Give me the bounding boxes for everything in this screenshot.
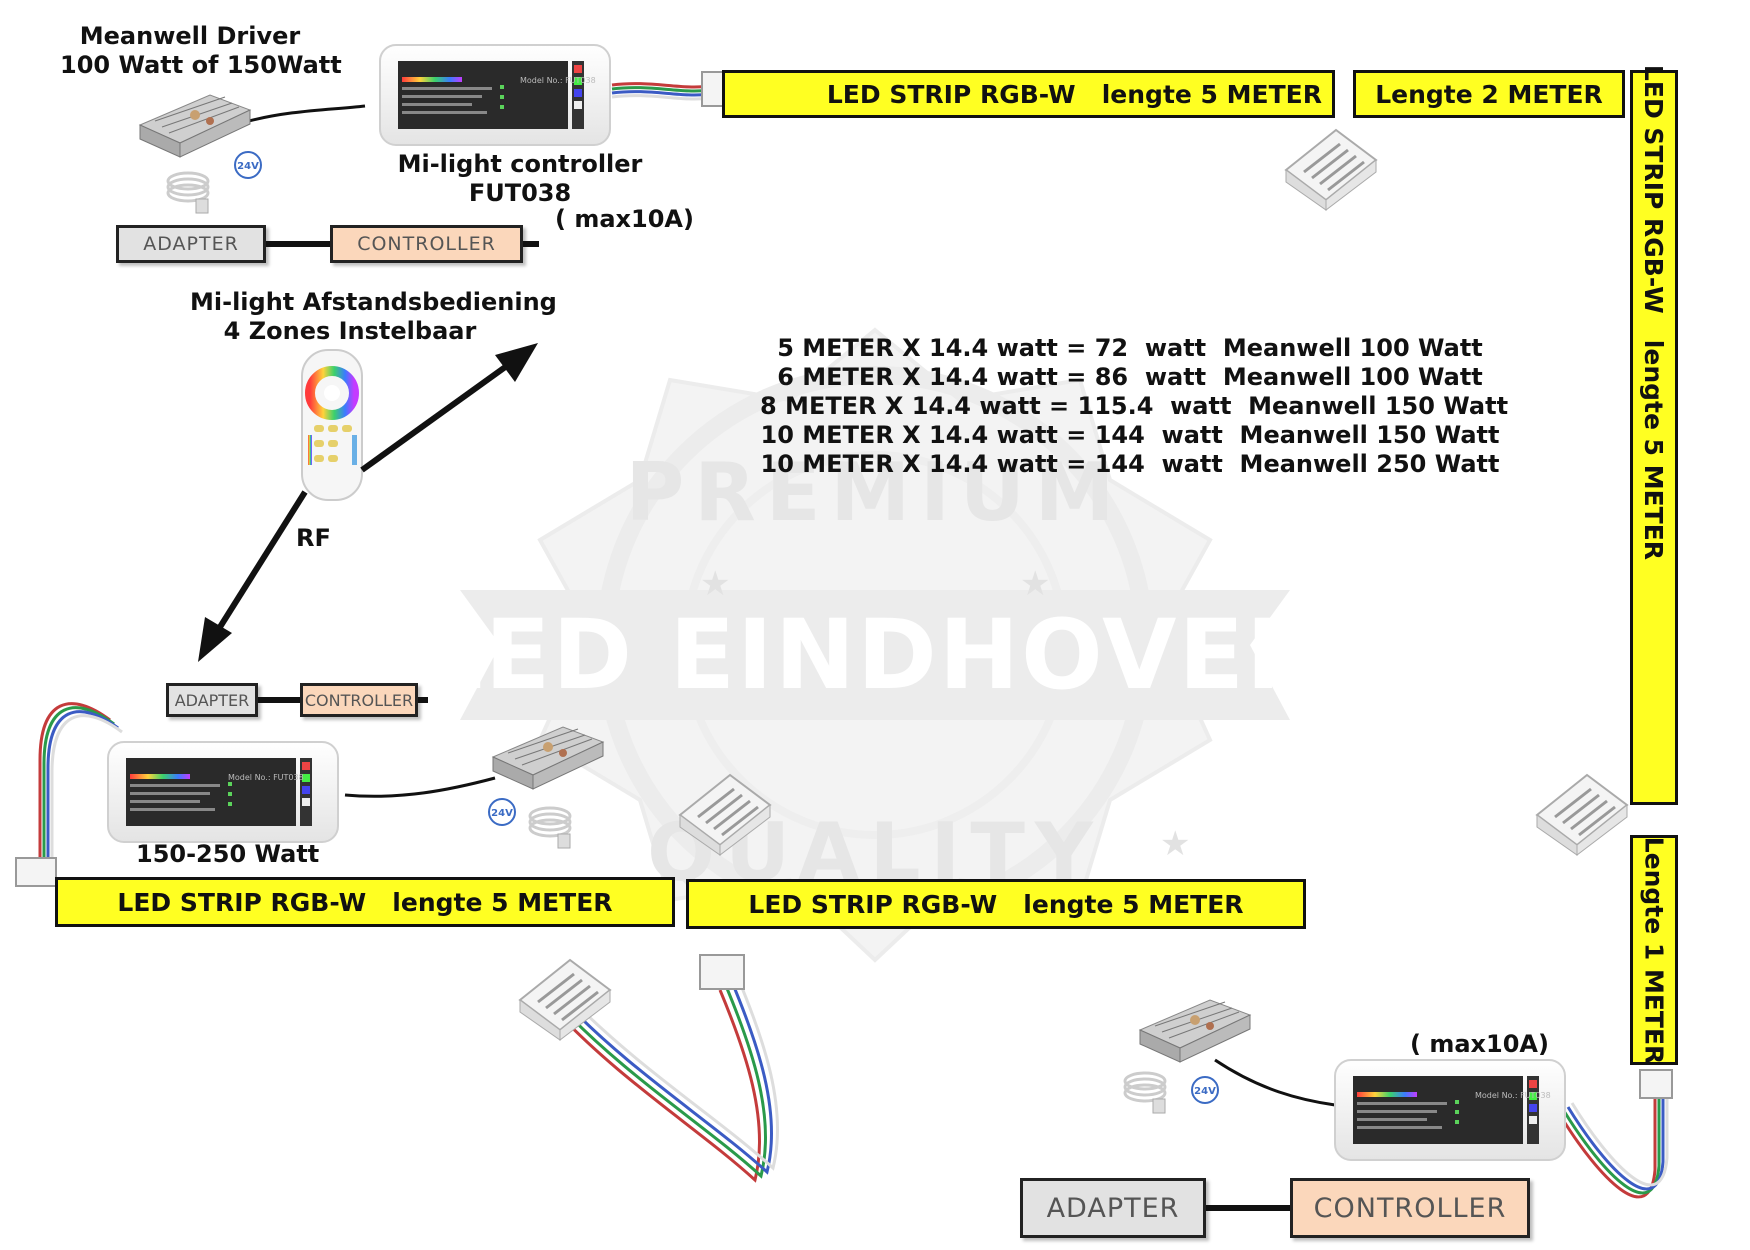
controller-title-line2: FUT038 xyxy=(468,179,572,207)
calc-row: 5 METER X 14.4 watt = 72 watt Meanwell 1… xyxy=(777,334,1483,362)
connector-clip-top xyxy=(1284,128,1378,212)
cable-left-loop xyxy=(38,702,111,870)
led-strip-right-long-label: LED STRIP RGB-W lengte 5 METER xyxy=(1639,64,1669,561)
plug-middle xyxy=(528,806,572,850)
watermark-star-icon: ★ xyxy=(1160,824,1190,864)
strip-end-connector-right xyxy=(1639,1069,1673,1099)
adapter-box-bottom: ADAPTER xyxy=(1020,1178,1206,1238)
volt-badge-text: 24V xyxy=(237,161,259,172)
connector-clip-loose xyxy=(518,958,612,1042)
controller-title-line1: Mi-light controller xyxy=(397,150,643,178)
driver-middle xyxy=(492,726,604,790)
adapter-controller-link-top xyxy=(266,241,330,247)
volt-badge-text: 24V xyxy=(1194,1086,1216,1097)
driver-bottom-right xyxy=(1139,999,1251,1063)
plug-top-left xyxy=(166,171,210,215)
rgb-cables xyxy=(38,82,1669,1199)
cable-loose xyxy=(553,989,762,1183)
volt-badge-text: 24V xyxy=(491,808,513,819)
adapter-box-top: ADAPTER xyxy=(116,225,266,263)
arrow-head-icon xyxy=(495,343,538,382)
module-model-middle: Model No.: FUT038 xyxy=(228,773,304,782)
watermark-center-text: LED EINDHOVEN xyxy=(422,599,1329,711)
led-strip-top-main: LED STRIP RGB-W lengte 5 METER xyxy=(722,70,1335,118)
power-leads xyxy=(244,104,1336,1107)
cable-top xyxy=(611,82,711,89)
controller-module-middle xyxy=(107,741,339,843)
calc-row: 10 METER X 14.4 watt = 144 watt Meanwell… xyxy=(760,421,1500,449)
led-strip-bottom-mid: LED STRIP RGB-W lengte 5 METER xyxy=(686,879,1306,929)
controller-box-top: CONTROLLER xyxy=(330,225,523,263)
plug-bottom-right xyxy=(1123,1071,1167,1115)
adapter-box-middle: ADAPTER xyxy=(166,683,258,717)
module-model-top: Model No.: FUT038 xyxy=(520,76,596,85)
rf-arrows xyxy=(198,343,538,662)
adapter-controller-link-bottom xyxy=(1206,1205,1290,1211)
controller-tail-middle xyxy=(418,697,428,703)
adapter-controller-link-middle xyxy=(258,697,300,703)
volt-badge-bottom-right xyxy=(1191,1076,1219,1104)
remote-title-line2: 4 Zones Instelbaar xyxy=(223,317,477,345)
driver-title-line1: Meanwell Driver xyxy=(79,22,301,50)
remote-control xyxy=(301,349,363,501)
led-strip-right-short-label: Lengte 1 METER xyxy=(1639,836,1669,1064)
led-strip-bottom-left: LED STRIP RGB-W lengte 5 METER xyxy=(55,877,675,927)
watermark-ribbon xyxy=(460,590,1290,720)
led-strip-right-long: LED STRIP RGB-W lengte 5 METER xyxy=(1630,65,1678,805)
max-current-top: ( max10A) xyxy=(555,205,694,233)
power-calculations: 5 METER X 14.4 watt = 72 watt Meanwell 1… xyxy=(760,334,1509,479)
calc-row: 8 METER X 14.4 watt = 115.4 watt Meanwel… xyxy=(760,392,1509,420)
connector-end-loose xyxy=(699,954,745,990)
controller-box-middle: CONTROLLER xyxy=(300,683,418,717)
controller-tail-top xyxy=(523,241,539,247)
driver-title-line2: 100 Watt of 150Watt xyxy=(60,51,342,79)
led-strip-top-short: Lengte 2 METER xyxy=(1353,70,1625,118)
connector-clip-right xyxy=(1535,773,1629,857)
led-strip-right-short: Lengte 1 METER xyxy=(1630,835,1678,1065)
watermark-top-text: PREMIUM xyxy=(626,446,1125,539)
watt-label-middle: 150-250 Watt xyxy=(136,840,320,868)
calc-row: 6 METER X 14.4 watt = 86 watt Meanwell 1… xyxy=(777,363,1483,391)
controller-box-bottom: CONTROLLER xyxy=(1290,1178,1530,1238)
remote-title-line1: Mi-light Afstandsbediening xyxy=(190,288,557,316)
watermark-star-icon: ★ xyxy=(1020,564,1050,604)
volt-badge-top-left xyxy=(234,151,262,179)
arrow-head-icon xyxy=(198,617,232,662)
controller-module-bottom xyxy=(1334,1059,1566,1161)
cable-bottom-right xyxy=(1558,1090,1657,1199)
remote-title: Mi-light Afstandsbediening 4 Zones Inste… xyxy=(190,288,557,346)
strip-end-connector-left xyxy=(15,857,57,887)
color-wheel-icon xyxy=(305,366,359,420)
volt-badge-middle xyxy=(488,798,516,826)
max-current-bottom: ( max10A) xyxy=(1410,1030,1549,1058)
driver-title: Meanwell Driver 100 Watt of 150Watt xyxy=(60,22,342,80)
controller-title-top: Mi-light controller FUT038 xyxy=(380,150,660,208)
rf-label: RF xyxy=(296,524,331,552)
calc-row: 10 METER X 14.4 watt = 144 watt Meanwell… xyxy=(760,450,1500,478)
driver-top-left xyxy=(139,94,251,158)
controller-module-top xyxy=(379,44,611,146)
watermark-star-icon: ★ xyxy=(700,564,730,604)
module-model-bottom: Model No.: FUT038 xyxy=(1475,1091,1551,1100)
